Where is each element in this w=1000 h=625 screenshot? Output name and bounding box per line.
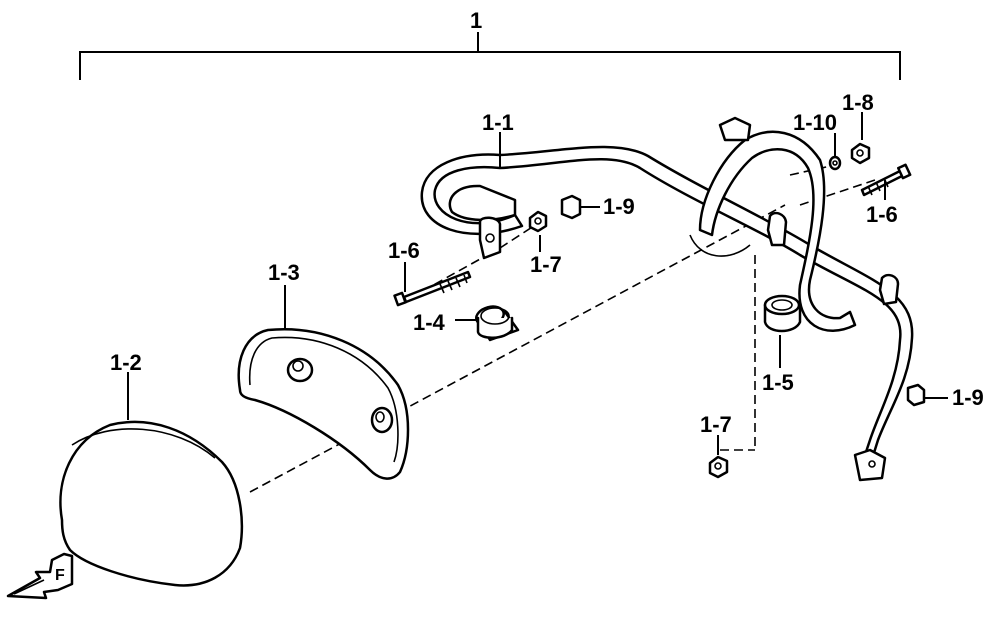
label-plate: 1-3 <box>268 260 300 285</box>
label-bolt-right: 1-6 <box>866 202 898 227</box>
label-nut-bottom: 1-7 <box>700 412 732 437</box>
assembly-label: 1 <box>470 8 482 33</box>
label-clip-left: 1-9 <box>603 194 635 219</box>
label-pad: 1-2 <box>110 350 142 375</box>
nut-bottom <box>708 455 729 479</box>
washer <box>828 155 842 171</box>
backrest-plate <box>237 328 410 480</box>
label-bolt-left: 1-6 <box>388 238 420 263</box>
nut-left <box>528 210 548 233</box>
assembly-bracket <box>79 32 901 80</box>
bolt-left <box>393 270 472 307</box>
label-washer: 1-10 <box>793 110 837 135</box>
backrest-bar <box>420 116 914 482</box>
label-nut-left: 1-7 <box>530 252 562 277</box>
front-marker-label: F <box>55 567 65 584</box>
label-nut-top: 1-8 <box>842 90 874 115</box>
label-bushing-left: 1-4 <box>413 310 446 335</box>
label-bushing-right: 1-5 <box>762 370 794 395</box>
nut-top <box>850 142 871 165</box>
bushing-left <box>475 305 520 342</box>
leader-lines <box>127 112 886 455</box>
clip-left <box>560 194 600 220</box>
bushing-right <box>763 294 802 333</box>
backrest-pad <box>59 420 244 587</box>
front-direction-arrow-icon: F <box>6 552 74 600</box>
label-bar: 1-1 <box>482 110 514 135</box>
bolt-right <box>860 163 912 197</box>
label-clip-right: 1-9 <box>952 385 984 410</box>
clip-right <box>906 383 948 407</box>
